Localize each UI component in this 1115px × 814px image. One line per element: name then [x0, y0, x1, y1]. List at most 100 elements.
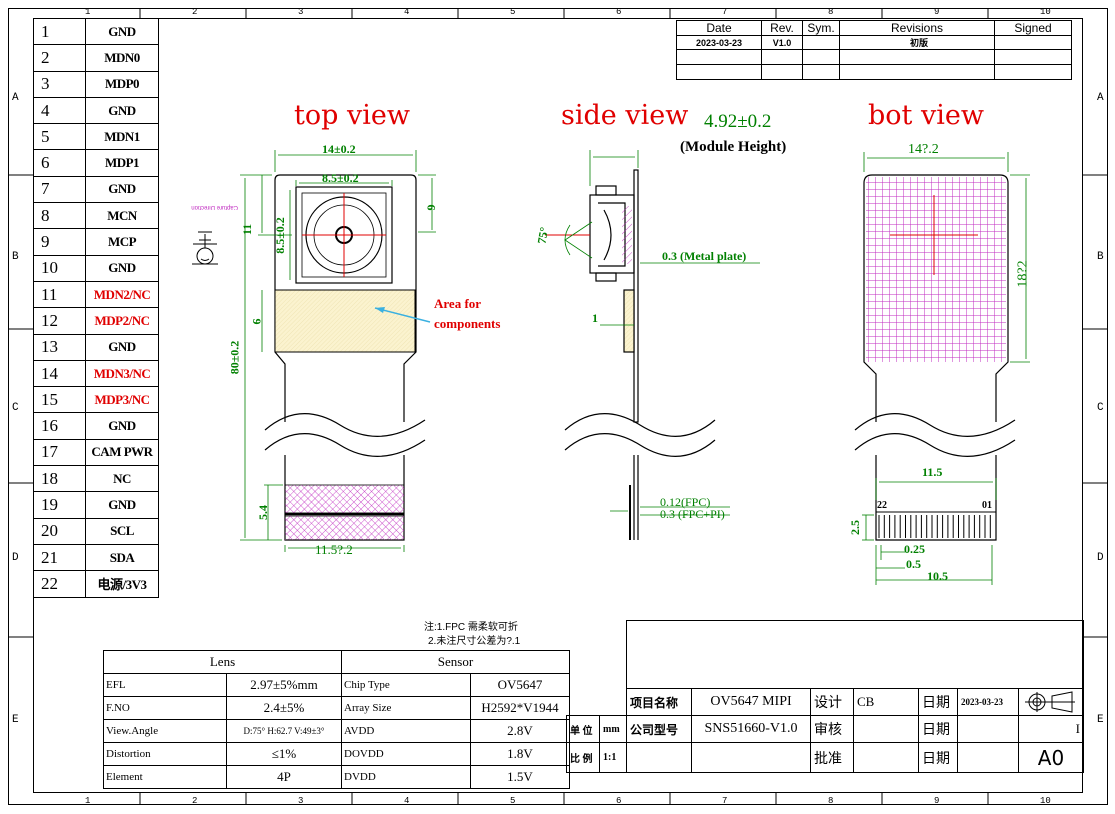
column-label-top: 8 [828, 7, 834, 17]
sensor-param-value: H2592*V1944 [470, 696, 570, 720]
rev-header-sym: Sym. [802, 20, 840, 36]
top-width-label: 14±0.2 [322, 142, 356, 156]
top-area-6-label: 6 [249, 318, 264, 325]
pin-number: 4 [33, 96, 86, 125]
column-label-top: 1 [85, 7, 91, 17]
pin-number: 11 [33, 280, 86, 309]
note-2: 2.未注尺寸公差为?.1 [428, 636, 521, 647]
top-length-label: 80±0.2 [227, 340, 242, 375]
top-tail-height-label: 5.4 [256, 505, 270, 520]
drawing-border [8, 8, 1108, 805]
lens-param-name: Element [103, 765, 227, 789]
capture-direction-label: Capture Direction [191, 204, 238, 210]
pin-signal: GND [85, 96, 159, 125]
rev-header-revisions: Revisions [839, 20, 995, 36]
pin-number: 19 [33, 491, 86, 519]
lens-header: Lens [103, 650, 342, 674]
pin-signal: MDP2/NC [85, 307, 159, 335]
sensor-param-name: Array Size [341, 696, 471, 720]
pin-number: 6 [33, 149, 86, 177]
company-model-label: 公司型号 [626, 715, 692, 743]
column-label-bot: 6 [616, 796, 622, 806]
pin-number: 21 [33, 543, 86, 572]
bot-connector-pins [875, 511, 997, 541]
column-label-top: 10 [1040, 7, 1051, 17]
pin-signal: 电源/3V3 [85, 570, 159, 598]
pin-signal: MDP1 [85, 149, 159, 177]
lens-param-value: 2.97±5%mm [226, 673, 342, 697]
side-view-dimensions [564, 150, 760, 516]
rev-header-date: Date [676, 20, 762, 36]
components-arrow [374, 307, 431, 323]
pin-number: 2 [33, 44, 86, 72]
project-name-value: OV5647 MIPI [691, 688, 811, 716]
lens-param-name: EFL [103, 673, 227, 697]
bot-p05-label: 0.5 [906, 557, 921, 571]
pin-number: 20 [33, 517, 86, 545]
lens-housing [295, 186, 393, 284]
company-model-value: SNS51660-V1.0 [691, 715, 811, 743]
pin-signal: MDN2/NC [85, 280, 159, 309]
sheet-mark: I [1018, 715, 1084, 743]
sensor-param-name: Chip Type [341, 673, 471, 697]
column-label-bot: 7 [722, 796, 728, 806]
pin-number: 17 [33, 438, 86, 467]
sensor-param-value: 2.8V [470, 719, 570, 743]
bot-shield-grid [866, 177, 1006, 362]
sensor-param-value: 1.5V [470, 765, 570, 789]
date2-label: 日期 [918, 715, 958, 743]
approve-label: 批准 [810, 742, 854, 773]
column-label-bot: 2 [192, 796, 198, 806]
side-view-break [564, 413, 716, 457]
bot-conn-width-label: 11.5 [922, 465, 943, 479]
column-label-bot: 5 [510, 796, 516, 806]
pin-number: 16 [33, 412, 86, 440]
row-label-right: C [1097, 402, 1104, 414]
top-view-break [264, 413, 426, 457]
lens-param-name: View.Angle [103, 719, 227, 743]
sensor-param-value: 1.8V [470, 742, 570, 766]
column-label-bot: 8 [828, 796, 834, 806]
row-label-right: B [1097, 251, 1104, 263]
column-label-top: 5 [510, 7, 516, 17]
lens-param-value: ≤1% [226, 742, 342, 766]
sheet-size: A0 [1018, 742, 1084, 773]
side-height-caption: (Module Height) [680, 139, 787, 155]
connector-outline [875, 511, 997, 541]
side-view-title: side view [561, 100, 689, 131]
pin-signal: NC [85, 465, 159, 493]
bot-view-break [854, 413, 1016, 457]
top-offset-6-label: 6 [424, 204, 439, 211]
pin-number: 12 [33, 307, 86, 335]
row-label-right: A [1097, 92, 1104, 104]
revision-table: Date Rev. Sym. Revisions Signed 2023-03-… [676, 20, 1072, 80]
column-label-top: 3 [298, 7, 304, 17]
components-arrow-head [375, 307, 385, 313]
zone-ticks [8, 8, 1108, 805]
column-label-top: 9 [934, 7, 940, 17]
top-view-title: top view [294, 100, 410, 131]
pin-number: 14 [33, 359, 86, 388]
sensor-param-value: OV5647 [470, 673, 570, 697]
column-label-bot: 1 [85, 796, 91, 806]
date3-label: 日期 [918, 742, 958, 773]
lens-param-value: 2.4±5% [226, 696, 342, 720]
title-block: 项目名称 OV5647 MIPI 设计 CB 日期 2023-03-23 单 位… [566, 620, 1084, 773]
pin-signal: MCP [85, 228, 159, 256]
side-stiffener-label: 1 [592, 311, 598, 325]
note-1: 注:1.FPC 需柔软可折 [424, 622, 518, 633]
area-label-line2: components [434, 316, 501, 331]
side-metal-label: 0.3 (Metal plate) [662, 249, 747, 263]
side-angle-label: 75° [534, 225, 552, 245]
